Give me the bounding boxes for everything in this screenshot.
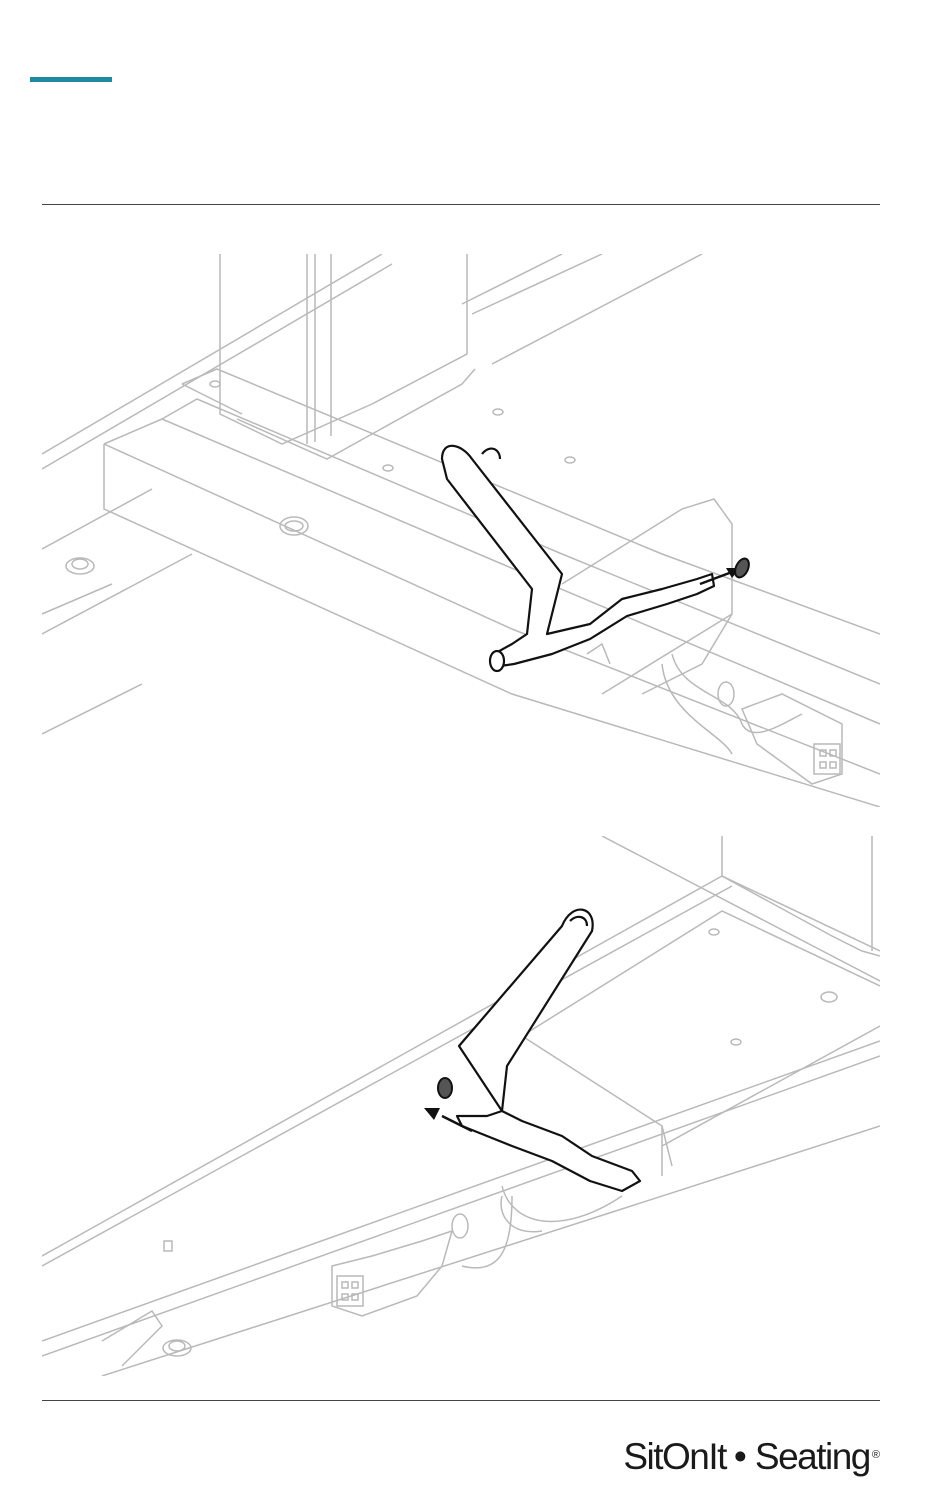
registered-mark: ® bbox=[872, 1449, 880, 1461]
footer-divider bbox=[42, 1400, 880, 1401]
brand-separator: • bbox=[734, 1436, 747, 1477]
brand-name-part1: SitOnIt bbox=[623, 1436, 726, 1477]
brand-logo: SitOnIt•Seating® bbox=[623, 1438, 880, 1475]
illustration-remove-pin bbox=[42, 254, 880, 807]
brand-name-part2: Seating bbox=[755, 1436, 870, 1477]
illustration-insert-pin bbox=[42, 836, 880, 1376]
line-drawing bbox=[42, 836, 880, 1376]
header-divider bbox=[42, 204, 880, 205]
line-drawing bbox=[42, 254, 880, 807]
accent-bar bbox=[30, 77, 112, 82]
